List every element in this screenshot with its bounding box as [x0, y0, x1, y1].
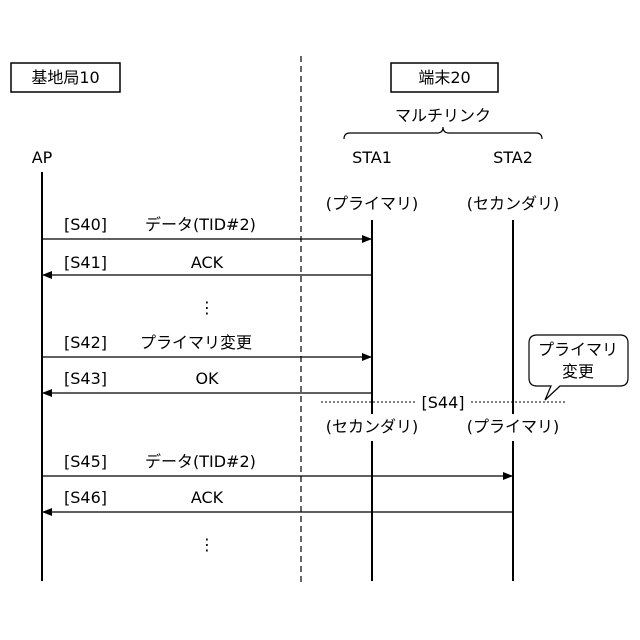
sta1-role-before: (プライマリ) [326, 194, 419, 213]
base-station-header: 基地局10 [11, 63, 120, 92]
sta2-label: STA2 [493, 148, 533, 167]
step-s45: [S45] [64, 452, 107, 471]
base-station-label: 基地局10 [31, 68, 99, 87]
multilink-brace [344, 127, 542, 139]
terminal-label: 端末20 [418, 68, 470, 87]
sta1-label: STA1 [352, 148, 392, 167]
sta2-role-after: (プライマリ) [467, 417, 560, 436]
step-s43: [S43] [64, 369, 107, 388]
message-s43-label: OK [195, 369, 219, 388]
callout-line1: プライマリ [538, 340, 618, 359]
message-s45-label: データ(TID#2) [145, 452, 256, 471]
step-s41: [S41] [64, 253, 107, 272]
step-s46: [S46] [64, 488, 107, 507]
message-s41-label: ACK [191, 253, 224, 272]
step-s44: [S44] [422, 393, 465, 412]
message-s46-label: ACK [191, 488, 224, 507]
step-s42: [S42] [64, 333, 107, 352]
step-s40: [S40] [64, 215, 107, 234]
message-s40-label: データ(TID#2) [145, 215, 256, 234]
ap-label: AP [32, 148, 53, 167]
terminal-header: 端末20 [391, 63, 498, 92]
sta2-role-before: (セカンダリ) [467, 194, 560, 213]
callout-line2: 変更 [562, 362, 594, 381]
message-s42-label: プライマリ変更 [140, 333, 252, 352]
ellipsis-upper: ⋮ [199, 298, 215, 317]
multilink-label: マルチリンク [395, 106, 491, 125]
ellipsis-lower: ⋮ [199, 535, 215, 554]
sta1-role-after: (セカンダリ) [326, 417, 419, 436]
